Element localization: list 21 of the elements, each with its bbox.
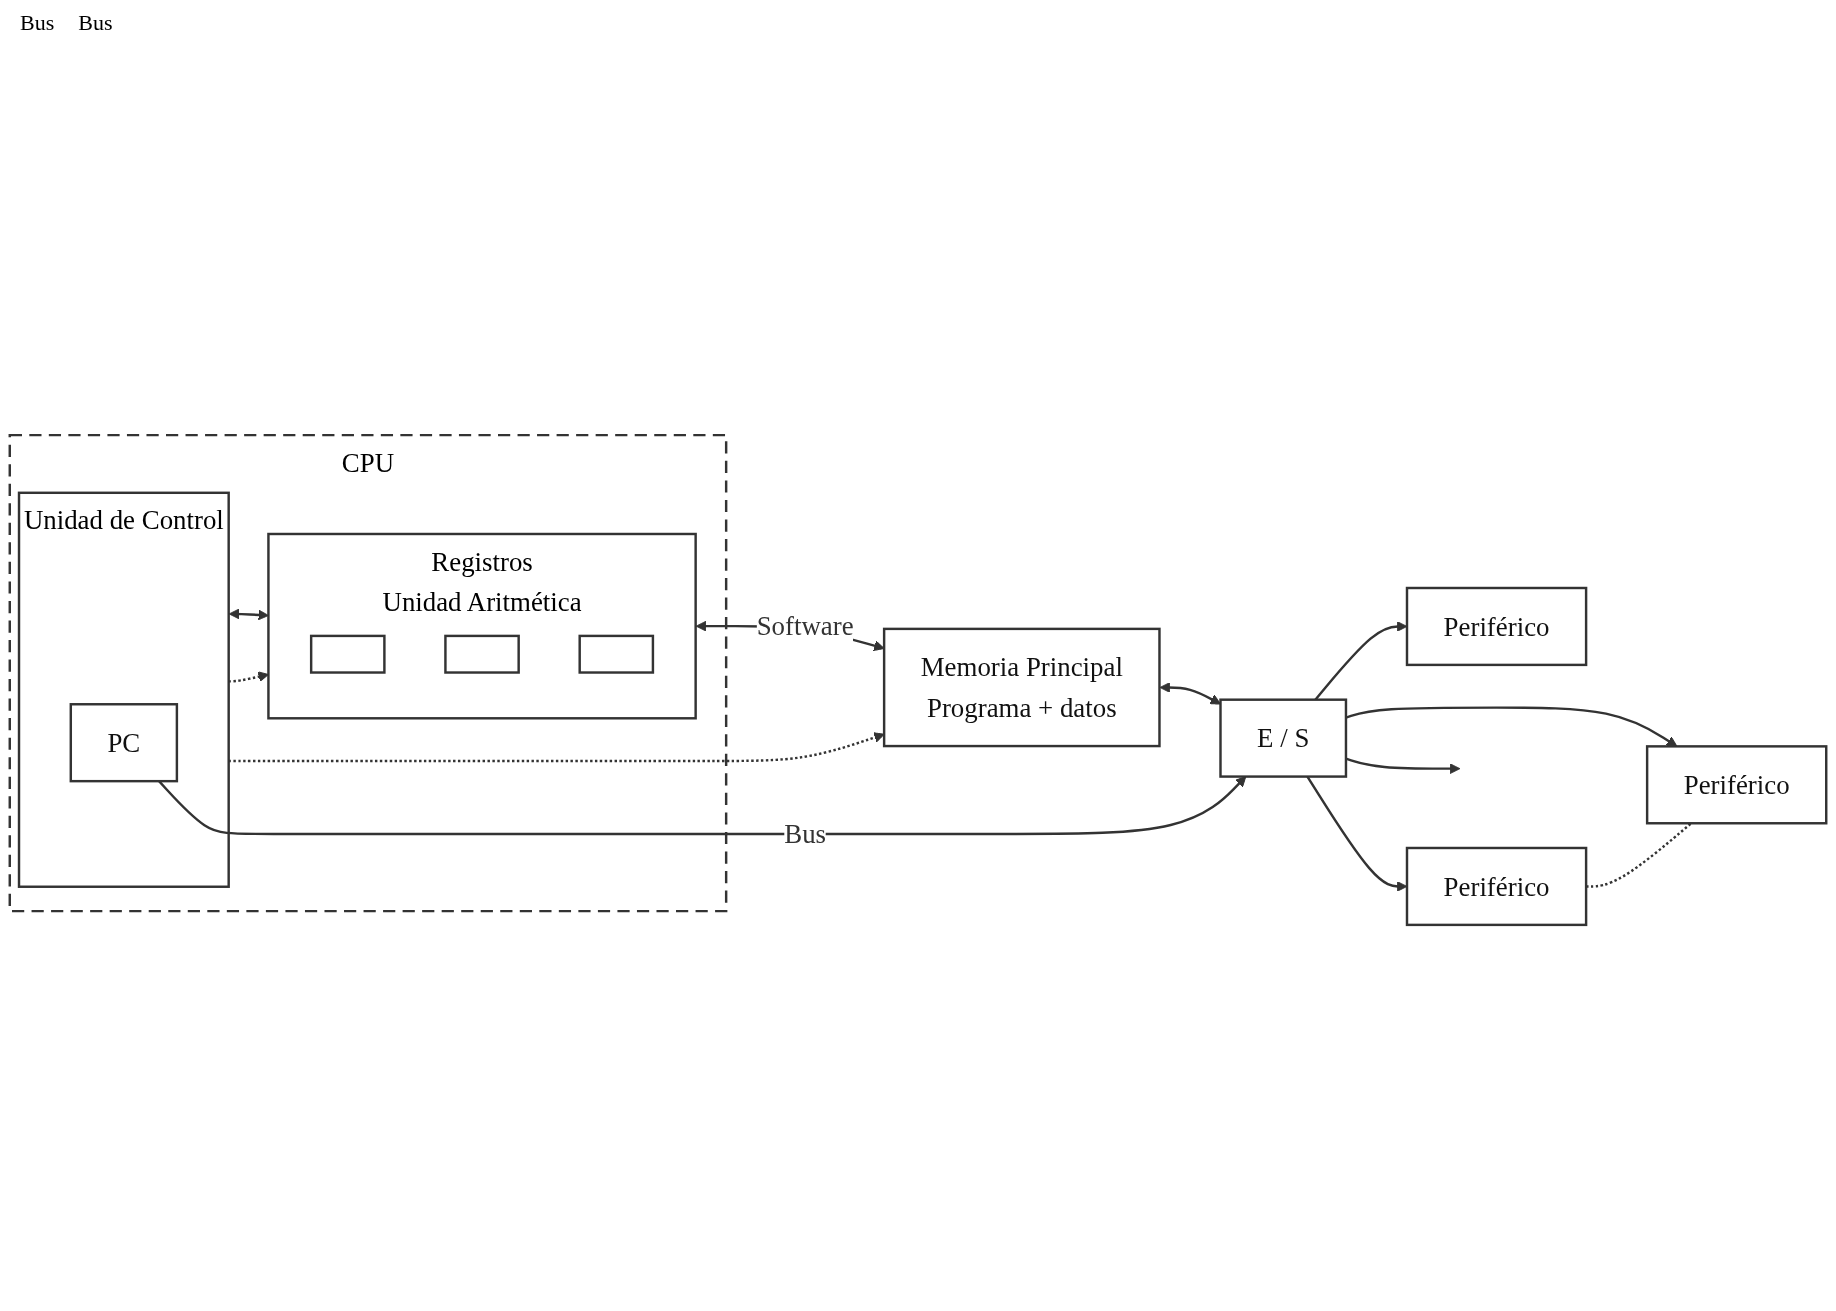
node-box <box>578 634 655 674</box>
arrow <box>1345 706 1678 747</box>
node-box: Periférico <box>1405 846 1588 927</box>
arrow <box>228 732 885 763</box>
node-box: Periférico <box>1645 745 1828 825</box>
arrow <box>158 776 1247 836</box>
node-box <box>444 634 520 674</box>
bus-label: Bus <box>20 10 55 36</box>
edge-label: Bus <box>784 818 827 850</box>
cluster: Registros Unidad Aritmética <box>267 532 697 720</box>
arrow <box>1345 757 1461 774</box>
arrow <box>228 608 269 621</box>
arrow <box>228 671 269 683</box>
node-box: E / S <box>1219 698 1348 778</box>
bus-label: Bus <box>78 10 113 36</box>
node-box <box>309 634 386 674</box>
node-box: Memoria Principal Programa + datos <box>882 627 1161 748</box>
node-box: Periférico <box>1405 586 1588 667</box>
edge-label: Software <box>756 610 854 642</box>
node-box: PC <box>69 703 179 783</box>
arrow <box>1159 682 1221 705</box>
